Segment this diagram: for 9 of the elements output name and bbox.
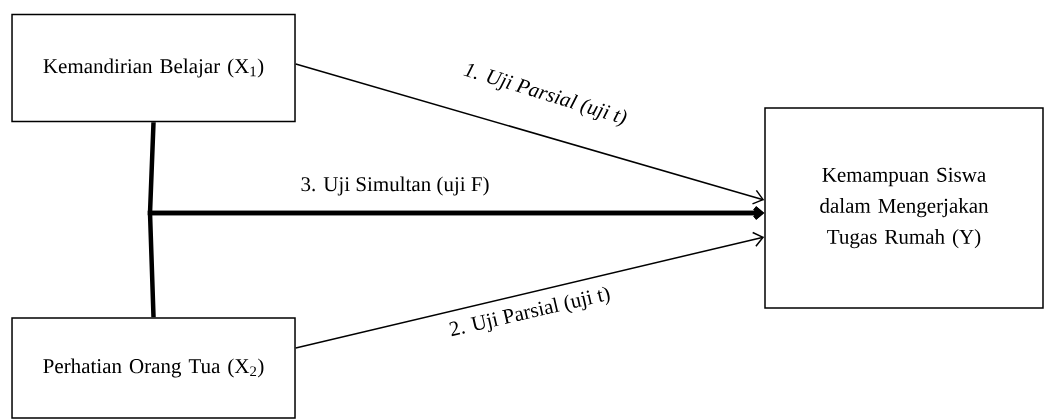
variable-box: Perhatian Orang Tua (X$_{2}$)	[11, 317, 296, 419]
variable-box: Kemandirian Belajar (X$_{1}$)	[11, 13, 296, 123]
arrow	[295, 231, 765, 349]
edge-label: 3. Uji Simultan (uji F)	[301, 176, 489, 196]
edge-label: 2. Uji Parsial (uji t)	[449, 286, 610, 337]
arrow	[295, 63, 765, 205]
variable-box: Kemampuan Siswa dalam Mengerjakan Tugas Rumah (Y)	[764, 107, 1044, 309]
arrow	[147, 206, 765, 318]
edge-label: 1. Uji Parsial (uji t)	[463, 63, 627, 127]
